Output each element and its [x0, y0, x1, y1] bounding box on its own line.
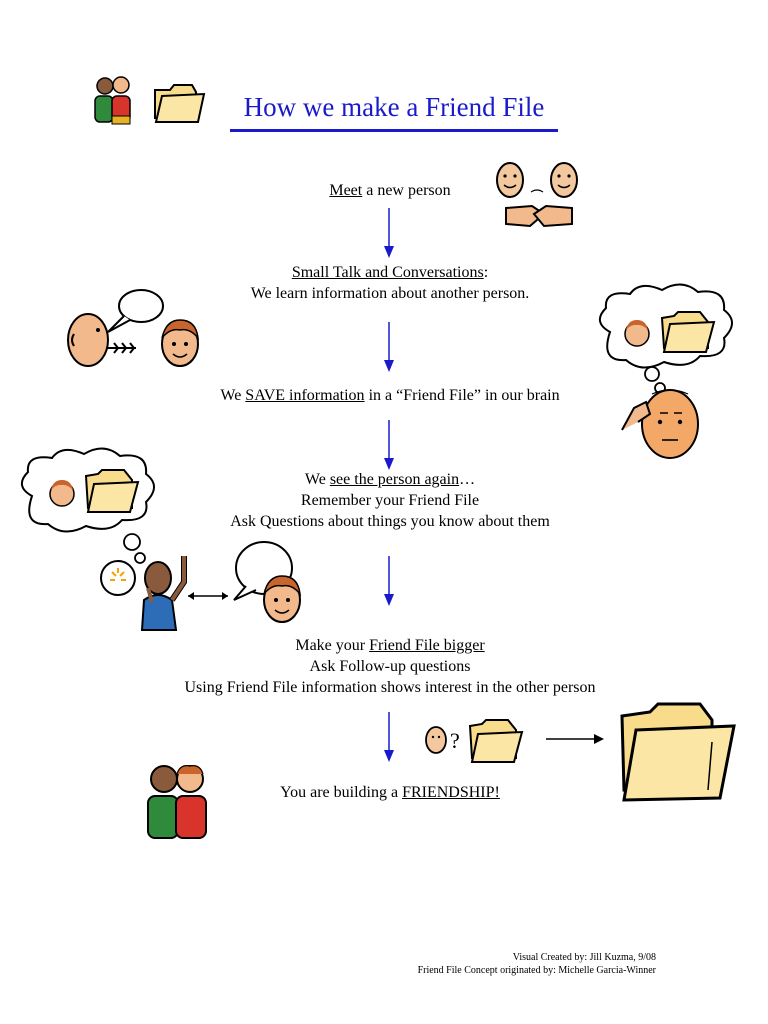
- step-meet: Meet a new person: [140, 180, 640, 201]
- footer-credits: Visual Created by: Jill Kuzma, 9/08 Frie…: [418, 951, 656, 977]
- step-friendship: You are building a FRIENDSHIP!: [140, 782, 640, 803]
- arrow-right-icon: [546, 734, 604, 744]
- waving-person-icon: [100, 541, 302, 631]
- step-text: We: [220, 387, 246, 404]
- step-save: We SAVE information in a “Friend File” i…: [140, 385, 640, 406]
- step-line: Make your Friend File bigger: [140, 635, 640, 656]
- step-line: Small Talk and Conversations:: [140, 262, 640, 283]
- handshake-icon: [496, 162, 578, 228]
- arrow-icon: [384, 420, 394, 470]
- page-title: How we make a Friend File: [230, 92, 558, 132]
- talking-head-icon: [67, 289, 164, 367]
- step-text: Meet: [329, 182, 363, 199]
- step-text: Using Friend File information shows inte…: [184, 679, 596, 696]
- step-text: :: [483, 264, 489, 281]
- step-text: Ask Follow-up questions: [309, 658, 471, 675]
- step-line: We see the person again…: [140, 469, 640, 490]
- step-text: Remember your Friend File: [300, 492, 480, 509]
- friends-icon: [94, 76, 131, 125]
- step-text: FRIENDSHIP!: [402, 784, 500, 801]
- step-text: see the person again: [329, 471, 460, 488]
- step-see-again: We see the person again… Remember your F…: [140, 469, 640, 532]
- arrow-icon: [384, 556, 394, 606]
- svg-text:?: ?: [450, 728, 460, 753]
- step-line: Using Friend File information shows inte…: [140, 677, 640, 698]
- step-line: Ask Follow-up questions: [140, 656, 640, 677]
- step-text: Ask Questions about things you know abou…: [230, 513, 550, 530]
- step-bigger: Make your Friend File bigger Ask Follow-…: [140, 635, 640, 698]
- footer-line: Visual Created by: Jill Kuzma, 9/08: [512, 952, 656, 963]
- step-text: SAVE information: [245, 387, 365, 404]
- friends-icon: [147, 765, 207, 839]
- big-folder-icon: [620, 702, 736, 802]
- step-line: We learn information about another perso…: [140, 283, 640, 304]
- step-text: Small Talk and Conversations: [291, 264, 484, 281]
- thinking-person-icon: [599, 283, 733, 459]
- step-text: Friend File bigger: [369, 637, 485, 654]
- step-line: Remember your Friend File: [140, 490, 640, 511]
- step-text: Make your: [295, 637, 370, 654]
- arrow-icon: [384, 712, 394, 762]
- step-text: We learn information about another perso…: [250, 285, 530, 302]
- listening-face-icon: [161, 319, 200, 367]
- step-text: in a “Friend File” in our brain: [364, 387, 560, 404]
- step-line: Ask Questions about things you know abou…: [140, 511, 640, 532]
- step-text: a new person: [362, 182, 451, 199]
- step-text: We: [304, 471, 330, 488]
- thought-cloud-icon: [21, 447, 155, 564]
- step-small-talk: Small Talk and Conversations: We learn i…: [140, 262, 640, 304]
- question-icon: ?: [425, 719, 524, 763]
- arrow-icon: [384, 208, 394, 258]
- step-text: …: [459, 471, 476, 488]
- step-text: You are building a: [280, 784, 403, 801]
- footer-line: Friend File Concept originated by: Miche…: [417, 965, 656, 976]
- arrow-icon: [384, 322, 394, 372]
- folder-icon: [154, 84, 206, 123]
